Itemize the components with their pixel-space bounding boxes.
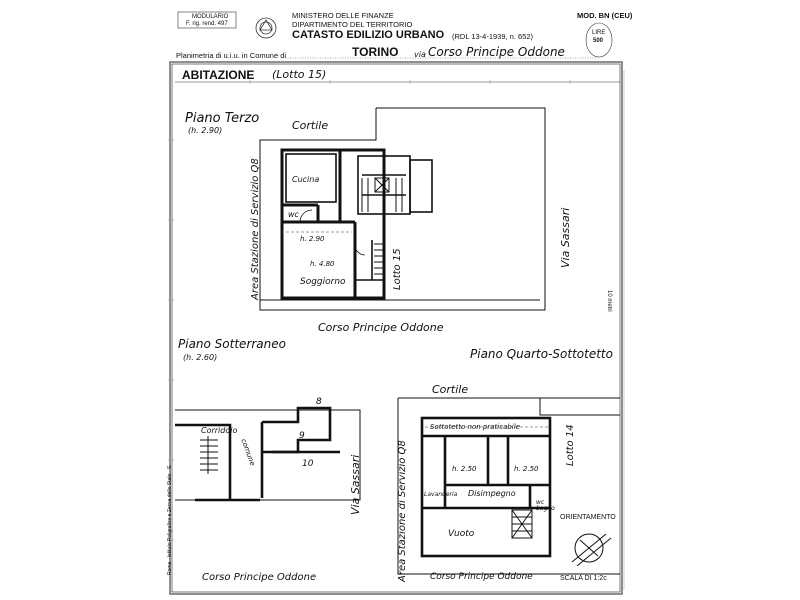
- stair-lines-2: [374, 243, 384, 275]
- printer-footer: Roma - Istituto Poligrafico e Zecca dell…: [167, 464, 173, 575]
- scale-10-metri: 10 metri: [606, 290, 612, 312]
- via-sassari-label-sotterraneo: Via Sassari: [349, 454, 362, 515]
- via-sassari-label-terzo: Via Sassari: [559, 207, 572, 268]
- wc-label-terzo: wc: [288, 210, 299, 219]
- piano-quarto-outline: [397, 397, 620, 575]
- height-290-label: h. 2.90: [300, 235, 325, 243]
- modulario-label: MODULARIO: [192, 14, 229, 20]
- piano-terzo-outline: [259, 107, 546, 311]
- via-prefix: via: [414, 50, 426, 59]
- department-label: DIPARTIMENTO DEL TERRITORIO: [292, 20, 413, 29]
- lavanderia-label: Lavanderia: [424, 491, 458, 498]
- cortile-label-quarto: Cortile: [432, 383, 469, 396]
- corridoio-label: Corridoio: [201, 426, 238, 435]
- door-arcs: [299, 209, 366, 256]
- cell-9-label: 9: [299, 431, 305, 441]
- piano-sotterraneo-walls: [175, 406, 340, 502]
- stair-symbol: [361, 177, 403, 212]
- piano-terzo-walls: [280, 148, 386, 300]
- comune-value: TORINO: [352, 45, 399, 59]
- height-250-label-b: h. 2.50: [514, 465, 539, 473]
- scala-label: SCALA DI 1:2c: [560, 575, 607, 582]
- plan-frame-inner: [171, 63, 621, 593]
- grid-ticks: [168, 80, 571, 541]
- corso-label-quarto: Corso Principe Oddone: [430, 572, 533, 582]
- north-arrow-symbol: [571, 533, 612, 567]
- piano-quarto-title: Piano Quarto-Sottotetto: [470, 347, 613, 361]
- address-value: Corso Principe Oddone: [428, 45, 565, 59]
- cortile-label-terzo: Cortile: [292, 119, 329, 132]
- piano-quarto-walls: [420, 416, 552, 558]
- cucina-label: Cucina: [292, 175, 320, 184]
- piano-terzo-height: (h. 2.90): [188, 126, 223, 135]
- lire-value: 500: [593, 38, 604, 44]
- cell-8-label: 8: [316, 397, 322, 407]
- modulario-box: [177, 11, 237, 29]
- cell-10-label: 10: [302, 459, 314, 469]
- vuoto-label: Vuoto: [448, 529, 475, 539]
- piano-sotterraneo-outline: [175, 409, 361, 501]
- piano-terzo-inner: [285, 153, 433, 281]
- piano-sotterraneo-title: Piano Sotterraneo: [178, 337, 286, 351]
- mod-code: MOD. BN (CEU): [577, 11, 633, 20]
- catasto-title: CATASTO EDILIZIO URBANO: [292, 29, 445, 41]
- lire-label: LIRE: [592, 30, 606, 36]
- sotterraneo-stairs: [200, 436, 218, 474]
- piano-terzo-title: Piano Terzo: [185, 111, 260, 126]
- corso-label-terzo: Corso Principe Oddone: [318, 321, 444, 334]
- lire-stamp: [585, 22, 613, 58]
- height-480-label: h. 4.80: [310, 260, 335, 268]
- planimetria-label: Planimetria di u.i.u. in Comune di: [176, 51, 287, 60]
- quarto-stairs: [511, 509, 533, 539]
- rdl-reference: (RDL 13-4-1939, n. 652): [452, 32, 534, 41]
- republic-emblem-icon: [255, 17, 277, 39]
- ministry-label: MINISTERO DELLE FINANZE: [292, 11, 394, 20]
- soggiorno-label: Soggiorno: [300, 277, 346, 287]
- wc-bagno-label: wc bagno: [536, 499, 555, 512]
- height-250-label-a: h. 2.50: [452, 465, 477, 473]
- lotto-label: (Lotto 15): [272, 68, 327, 81]
- sottotetto-label: Sottotetto non praticabile: [430, 423, 521, 431]
- lotto-15-label: Lotto 15: [392, 248, 403, 290]
- plan-title: ABITAZIONE: [182, 68, 255, 82]
- orientamento-label: ORIENTAMENTO: [560, 514, 616, 521]
- modulario-code: F. rig. rend. 497: [186, 21, 228, 27]
- lotto-14-label: Lotto 14: [565, 424, 576, 466]
- area-stazione-label-terzo: Area Stazione di Servizio Q8: [250, 158, 261, 300]
- area-stazione-label-quarto: Area Stazione di Servizio Q8: [397, 440, 408, 582]
- corso-label-sotterraneo: Corso Principe Oddone: [202, 572, 317, 583]
- disimpegno-label: Disimpegno: [468, 489, 516, 498]
- piano-sotterraneo-height: (h. 2.60): [183, 353, 218, 362]
